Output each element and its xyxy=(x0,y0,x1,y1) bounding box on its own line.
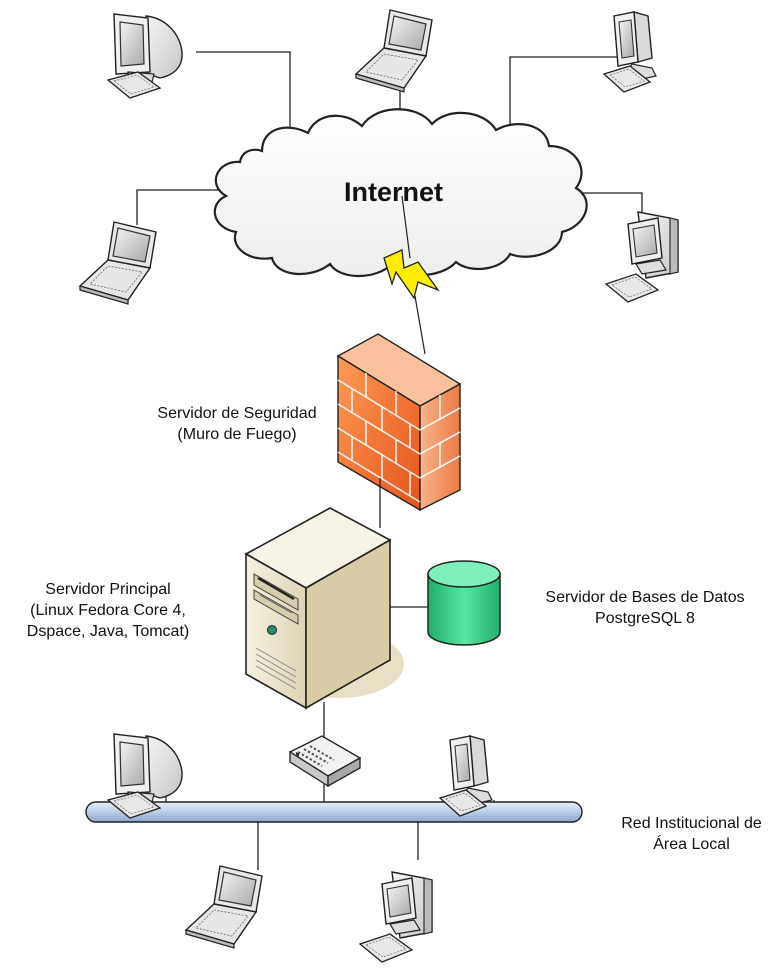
laptop-icon[interactable] xyxy=(79,221,157,305)
laptop-icon[interactable] xyxy=(355,9,433,93)
firewall-label: Servidor de Seguridad (Muro de Fuego) xyxy=(140,403,334,445)
desktop-tower-icon[interactable] xyxy=(605,211,679,303)
laptop-icon[interactable] xyxy=(185,865,263,949)
lightning-bolt-icon xyxy=(383,249,440,300)
main-server-label: Servidor Principal (Linux Fedora Core 4,… xyxy=(4,579,212,642)
network-switch-icon[interactable] xyxy=(288,735,362,788)
lan-bus-icon xyxy=(85,801,583,823)
db-server-label-line1: Servidor de Bases de Datos xyxy=(545,589,745,606)
server-tower-icon[interactable] xyxy=(244,507,404,710)
lan-label-line1: Red Institucional de xyxy=(621,815,762,832)
db-server-label-line2: PostgreSQL 8 xyxy=(595,610,695,627)
firewall-label-line2: (Muro de Fuego) xyxy=(177,426,297,443)
lan-label-line2: Área Local xyxy=(653,836,730,853)
main-server-label-line3: Dspace, Java, Tomcat) xyxy=(26,623,190,640)
db-server-label: Servidor de Bases de Datos PostgreSQL 8 xyxy=(518,587,772,629)
lcd-workstation-icon[interactable] xyxy=(603,11,657,93)
desktop-tower-icon[interactable] xyxy=(359,871,433,963)
firewall-brick-wall-icon[interactable] xyxy=(336,333,462,512)
firewall-label-line1: Servidor de Seguridad xyxy=(157,405,317,422)
main-server-label-line1: Servidor Principal xyxy=(45,581,171,598)
lcd-workstation-icon[interactable] xyxy=(439,735,493,817)
crt-workstation-icon[interactable] xyxy=(107,13,183,99)
lan-label: Red Institucional de Área Local xyxy=(604,813,779,855)
cloud-icon xyxy=(213,108,588,277)
internet-label: Internet xyxy=(344,177,444,207)
database-cylinder-icon[interactable] xyxy=(427,560,501,646)
main-server-label-line2: (Linux Fedora Core 4, xyxy=(30,602,186,619)
